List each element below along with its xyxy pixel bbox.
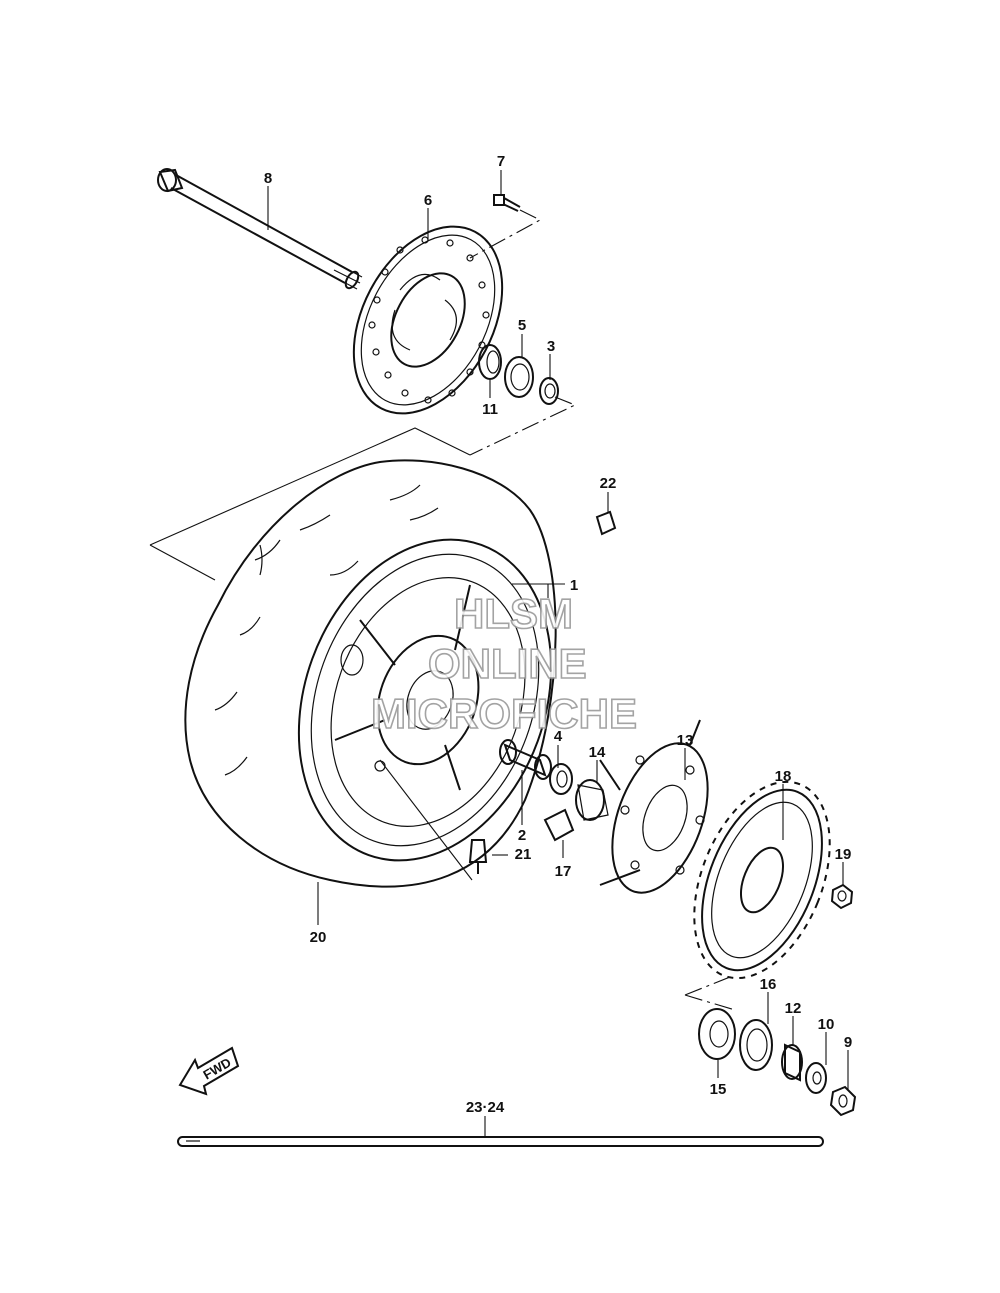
callout-21: 21 — [515, 846, 532, 863]
left-hub-small-parts — [478, 344, 559, 405]
callout-14: 14 — [589, 744, 606, 761]
callout-4: 4 — [554, 728, 563, 745]
callout-13: 13 — [677, 732, 694, 749]
brake-disc-part — [352, 225, 504, 415]
rear-wheel-tire-part — [184, 459, 557, 888]
watermark-line1: HLSM — [454, 590, 573, 637]
axle-part — [157, 168, 363, 290]
sprocket-carrier-part — [599, 719, 709, 894]
callout-2: 2 — [518, 827, 526, 844]
callout-3: 3 — [547, 338, 555, 355]
callout-8: 8 — [264, 170, 272, 187]
callout-7: 7 — [497, 153, 505, 170]
callout-17: 17 — [555, 863, 572, 880]
callout-5: 5 — [518, 317, 526, 334]
watermark: HLSM ONLINE MICROFICHE — [370, 589, 638, 738]
forward-direction-arrow: FWD — [178, 1046, 240, 1096]
clip-part — [595, 510, 617, 536]
callout-16: 16 — [760, 976, 777, 993]
callout-18: 18 — [775, 768, 792, 785]
callout-9: 9 — [844, 1034, 852, 1051]
callout-22: 22 — [600, 475, 617, 492]
callout-labels: 8 7 6 5 3 11 22 1 4 14 13 18 2 21 17 19 … — [264, 153, 852, 1116]
assembly-lines — [149, 209, 736, 1011]
right-hub-small-parts — [499, 739, 609, 842]
watermark-line2: ONLINE — [428, 640, 587, 687]
disc-bolt-part — [493, 194, 521, 212]
callout-15: 15 — [710, 1081, 727, 1098]
sprocket-nut-part — [830, 883, 854, 910]
right-side-small-parts — [698, 1008, 857, 1117]
callout-23-24: 23·24 — [466, 1099, 505, 1116]
callout-11: 11 — [482, 401, 498, 418]
long-rod-part — [177, 1136, 824, 1147]
callout-10: 10 — [818, 1016, 835, 1033]
watermark-line3: MICROFICHE — [371, 690, 637, 737]
callout-20: 20 — [310, 929, 327, 946]
leader-lines — [267, 170, 849, 1138]
rear-sprocket-part — [693, 780, 831, 980]
callout-1: 1 — [570, 577, 578, 594]
tire-valve-part — [468, 839, 488, 874]
callout-19: 19 — [835, 846, 852, 863]
callout-12: 12 — [785, 1000, 802, 1017]
callout-6: 6 — [424, 192, 432, 209]
